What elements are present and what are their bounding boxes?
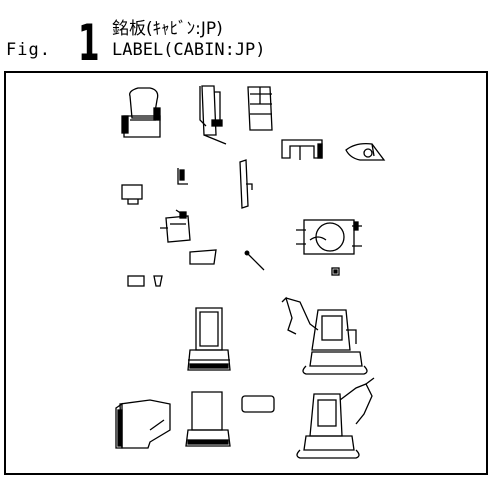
stacked-panel-part — [247, 86, 273, 131]
small-covers-part — [127, 275, 163, 287]
pin-part — [244, 250, 265, 271]
rounded-panel-part — [241, 395, 275, 413]
box-part — [121, 184, 143, 205]
diagram-frame — [4, 71, 488, 475]
figure-title-english: LABEL(CABIN:JP) — [112, 40, 266, 60]
excavator-side-view — [281, 296, 368, 375]
latch-part — [177, 168, 188, 185]
cabin-shell-part — [115, 399, 171, 449]
round-cover-part — [345, 142, 386, 161]
seat-part — [121, 87, 161, 138]
bracket-part — [281, 139, 323, 160]
lever-part — [160, 209, 191, 243]
cabin-panel-part — [199, 85, 227, 145]
figure-label: Fig. — [6, 40, 51, 60]
figure-number: 1 — [78, 14, 100, 72]
cabin-front-view — [187, 307, 231, 371]
figure-title-japanese: 銘板(ｷｬﾋﾞﾝ:JP) — [112, 19, 223, 39]
excavator-rear-view — [296, 377, 375, 459]
floor-frame-part — [296, 219, 362, 255]
cabin-rear-view — [185, 391, 231, 447]
door-bar-part — [239, 159, 253, 209]
nut-part — [331, 267, 340, 276]
plate-part — [189, 249, 217, 265]
